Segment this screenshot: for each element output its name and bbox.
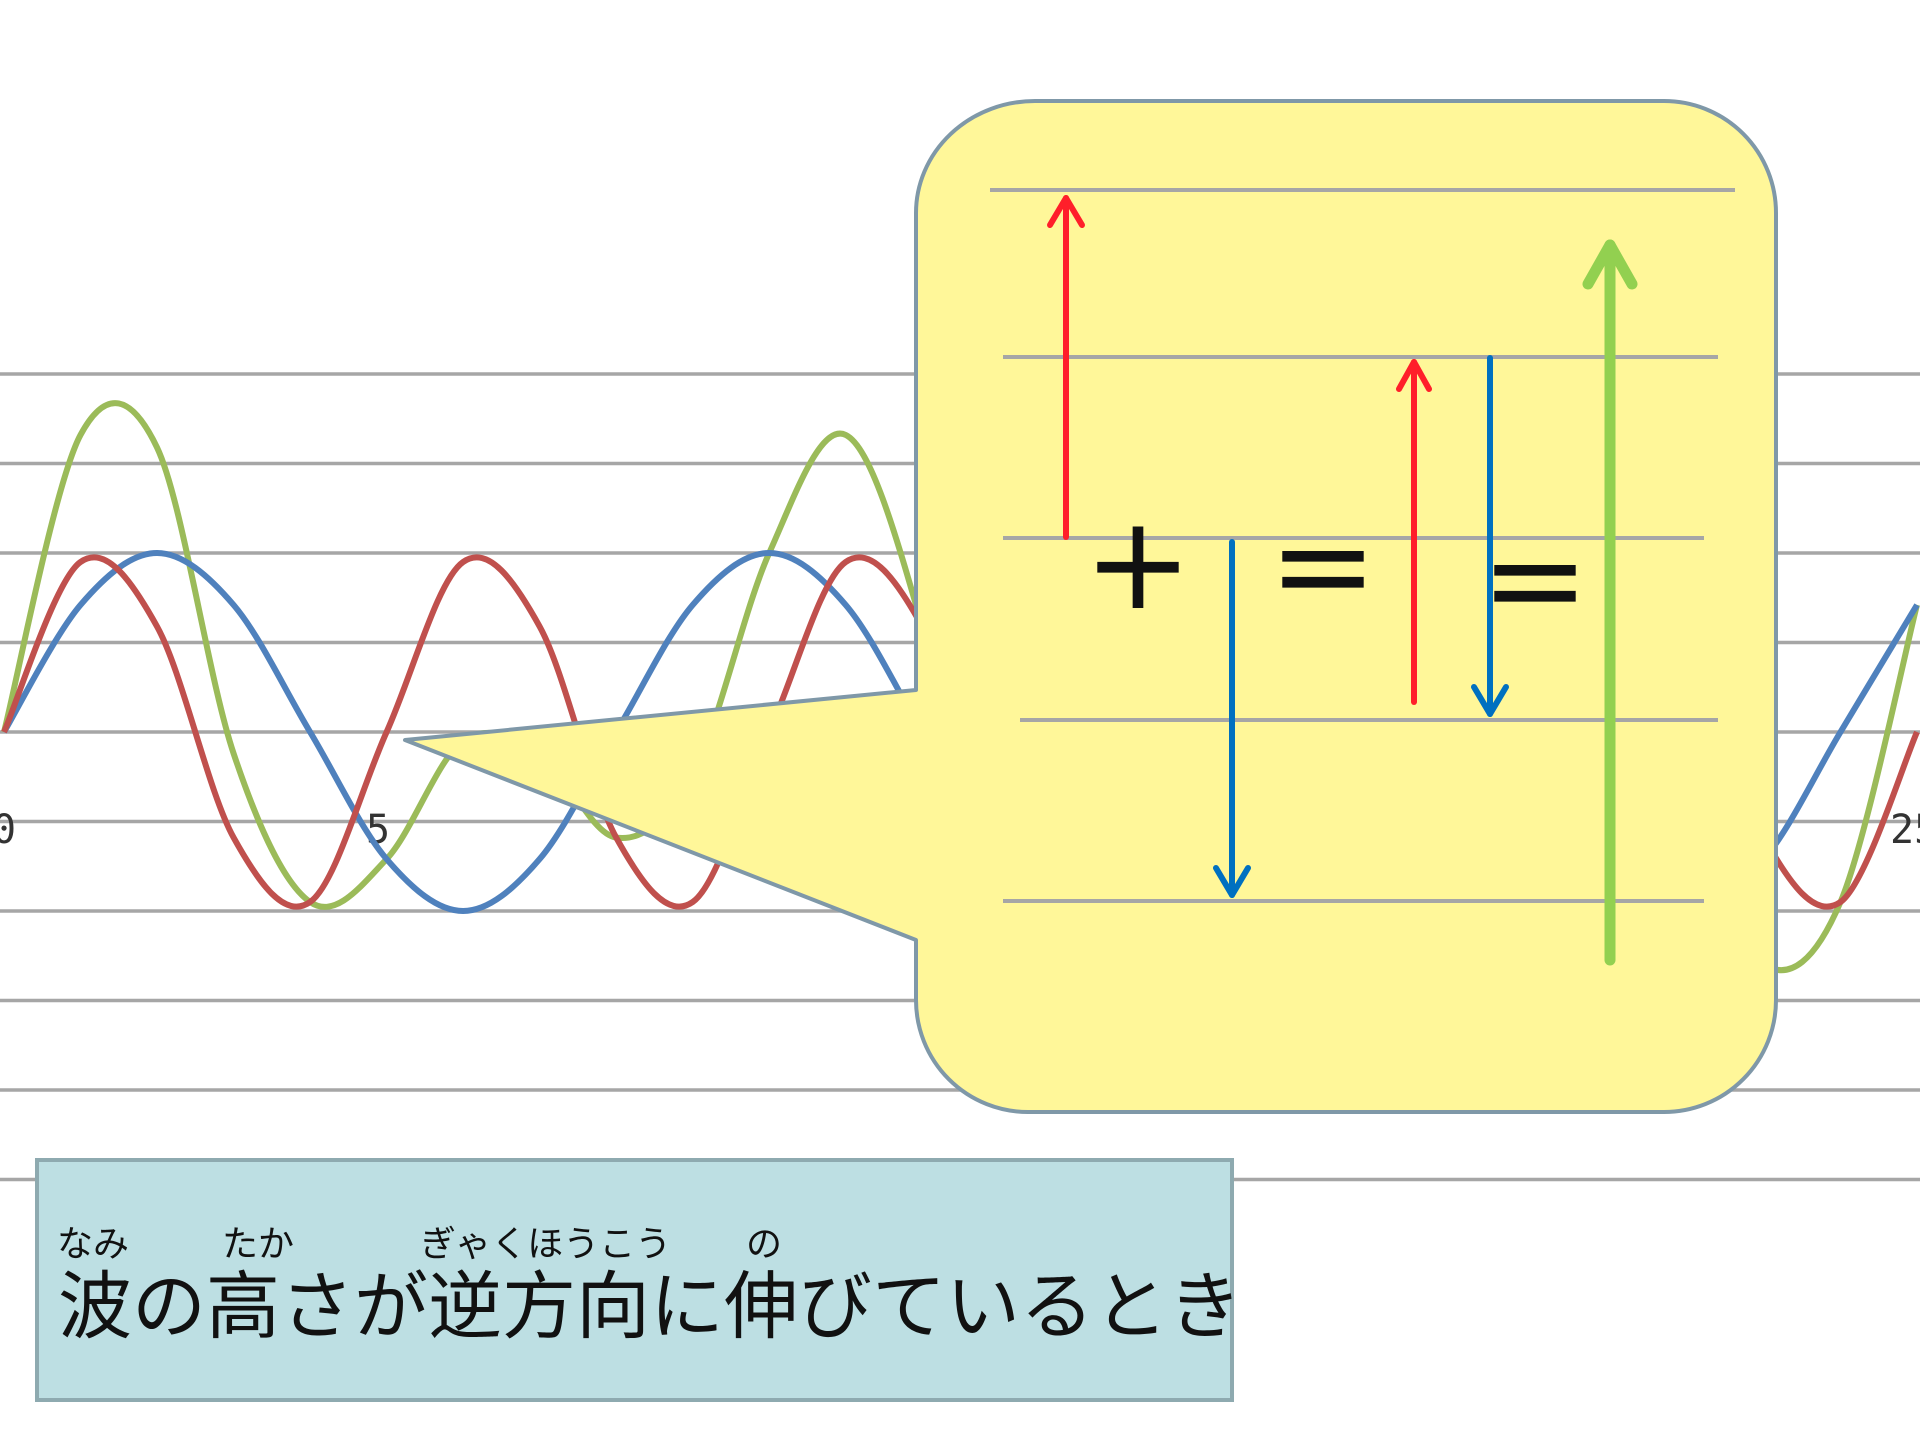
caption-box: なみ たか ぎゃくほうこう の 波の高さが逆方向に伸びているとき xyxy=(35,1158,1242,1402)
callout-shape xyxy=(403,99,1778,1114)
blue-arrow-large-down xyxy=(1213,539,1251,898)
callout-bubble: + = = xyxy=(403,99,1778,1114)
ruby-no: の xyxy=(746,1224,782,1265)
callout-arrows xyxy=(1047,195,1638,966)
ruby-gyakuhoukou: ぎゃくほうこう xyxy=(420,1224,671,1265)
ruby-nami: なみ xyxy=(57,1224,129,1265)
blue-arrow-small-down xyxy=(1471,355,1509,717)
x-tick-label-0: 0 xyxy=(0,807,16,853)
equals-sign-first: = xyxy=(1269,489,1378,641)
x-tick-label-25: 25 xyxy=(1890,807,1920,853)
ruby-taka: たか xyxy=(222,1224,294,1265)
plus-sign: + xyxy=(1084,487,1193,639)
callout-operators: + = = xyxy=(1084,487,1590,655)
green-arrow-sum-up xyxy=(1582,239,1638,966)
callout-level-lines xyxy=(990,188,1735,903)
red-arrow-large-up xyxy=(1047,195,1085,540)
equals-sign-second: = xyxy=(1481,503,1590,655)
caption-text: 波の高さが逆方向に伸びているとき xyxy=(58,1264,1242,1350)
caption-background xyxy=(35,1158,1234,1402)
red-arrow-small-up xyxy=(1396,359,1432,705)
